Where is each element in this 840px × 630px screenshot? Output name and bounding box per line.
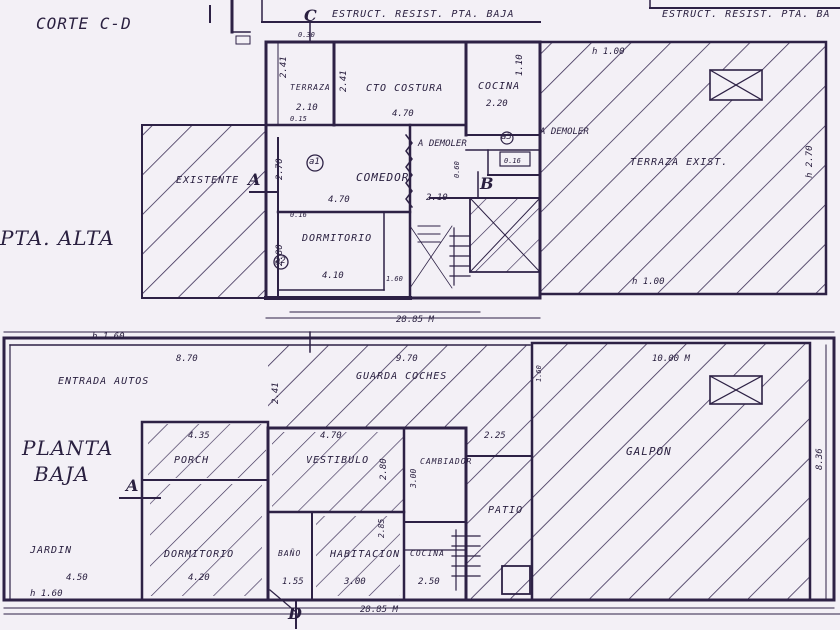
- room-terraza-exist: TERRAZA EXIST.: [630, 157, 729, 168]
- dim-300b: 3.00: [344, 577, 366, 587]
- dim-410: 4.10: [322, 271, 344, 281]
- dim-470b: 4.70: [328, 195, 350, 205]
- dim-100-bottom: h 1.00: [632, 277, 665, 287]
- dim-2885-lower: 28.85 M: [360, 605, 398, 615]
- room-habitacion: HABITACION: [330, 549, 401, 560]
- room-entrada-autos: ENTRADA AUTOS: [58, 376, 150, 387]
- dim-110: 1.10: [515, 54, 525, 76]
- circle-label-3: a3: [501, 132, 512, 142]
- room-guarda-coches: GUARDA COCHES: [356, 371, 448, 382]
- dim-270-side: h 2.70: [805, 145, 815, 178]
- dim-155: 1.55: [282, 577, 304, 587]
- room-dormitorio-upper: DORMITORIO: [302, 233, 373, 244]
- dim-836: 8.36: [815, 448, 825, 470]
- dim-100-top: h 1.00: [592, 47, 625, 57]
- dim-285: 2.85: [377, 518, 386, 538]
- dim-870: 8.70: [176, 354, 198, 364]
- planta-baja-title-2: BAJA: [34, 462, 90, 486]
- dim-225: 2.25: [484, 431, 506, 441]
- dim-280-lower: 2.80: [379, 458, 389, 480]
- dim-280: 2.80: [275, 244, 285, 266]
- dim-015: 0.15: [290, 115, 307, 123]
- dim-1000: 10.00 M: [652, 354, 690, 364]
- room-existente: EXISTENTE: [176, 175, 240, 186]
- room-porch: PORCH: [174, 455, 210, 466]
- room-galpon: GALPON: [626, 445, 672, 458]
- dim-470a: 4.70: [392, 109, 414, 119]
- dim-270: 2.70: [275, 158, 285, 180]
- dim-030: 0.30: [298, 31, 315, 39]
- room-bano: BAÑO: [278, 549, 302, 558]
- room-patio: PATIO: [488, 505, 524, 516]
- dim-016a: 0.16: [290, 211, 307, 219]
- room-jardin: JARDIN: [30, 545, 73, 556]
- dim-210a: 2.10: [296, 103, 318, 113]
- room-cocina-lower: COCINA: [410, 549, 445, 558]
- pta-alta-title: PTA. ALTA: [0, 226, 115, 250]
- room-comedor: COMEDOR: [356, 171, 410, 184]
- corte-label: CORTE C-D: [36, 14, 132, 33]
- dim-2885-upper: 28.85 M: [396, 315, 434, 325]
- dim-241b: 2.41: [339, 70, 349, 92]
- estruct-label-2: ESTRUCT. RESIST. PTA. BA: [662, 9, 831, 20]
- dim-160: 1.60: [386, 275, 403, 283]
- dim-220: 2.20: [486, 99, 508, 109]
- section-marker-d: D: [288, 604, 302, 623]
- note-demoler-2: A DEMOLER: [540, 127, 589, 137]
- room-cambiador: CAMBIADOR: [420, 457, 473, 466]
- planta-baja-title-1: PLANTA: [22, 436, 114, 460]
- section-marker-a-lower: A: [126, 476, 139, 495]
- dim-250: 2.50: [418, 577, 440, 587]
- dim-210b: 2.10: [426, 193, 448, 203]
- dim-450: 4.50: [66, 573, 88, 583]
- section-marker-a-upper: A: [248, 170, 261, 189]
- dim-420: 4.20: [188, 573, 210, 583]
- dim-h160-bottom: h 1.60: [30, 589, 63, 599]
- dim-970: 9.70: [396, 354, 418, 364]
- room-dormitorio-lower: DORMITORIO: [164, 549, 235, 560]
- dim-160-lower: 1.60: [535, 365, 543, 382]
- dim-300-lower: 3.00: [409, 468, 418, 488]
- circle-label-1: a1: [309, 157, 320, 167]
- dim-241-lower: 2.41: [271, 382, 281, 404]
- dim-241a: 2.41: [279, 56, 289, 78]
- estruct-label-1: ESTRUCT. RESIST. PTA. BAJA: [332, 9, 515, 20]
- section-marker-b: B: [480, 174, 494, 193]
- room-vestibulo: VESTIBULO: [306, 455, 370, 466]
- note-demoler-1: A DEMOLER: [418, 139, 467, 149]
- section-marker-c: C: [304, 6, 317, 25]
- dim-016b: 0.16: [504, 157, 521, 165]
- circle-label-2: a2: [275, 256, 286, 266]
- dim-435: 4.35: [188, 431, 210, 441]
- dim-h160-top: h 1.60: [92, 332, 125, 342]
- room-cocina-upper: COCINA: [478, 81, 521, 92]
- room-cto-costura: CTO COSTURA: [366, 83, 444, 94]
- dim-470-lower: 4.70: [320, 431, 342, 441]
- dim-060: 0.60: [453, 161, 461, 178]
- room-terraza: TERRAZA: [290, 83, 331, 92]
